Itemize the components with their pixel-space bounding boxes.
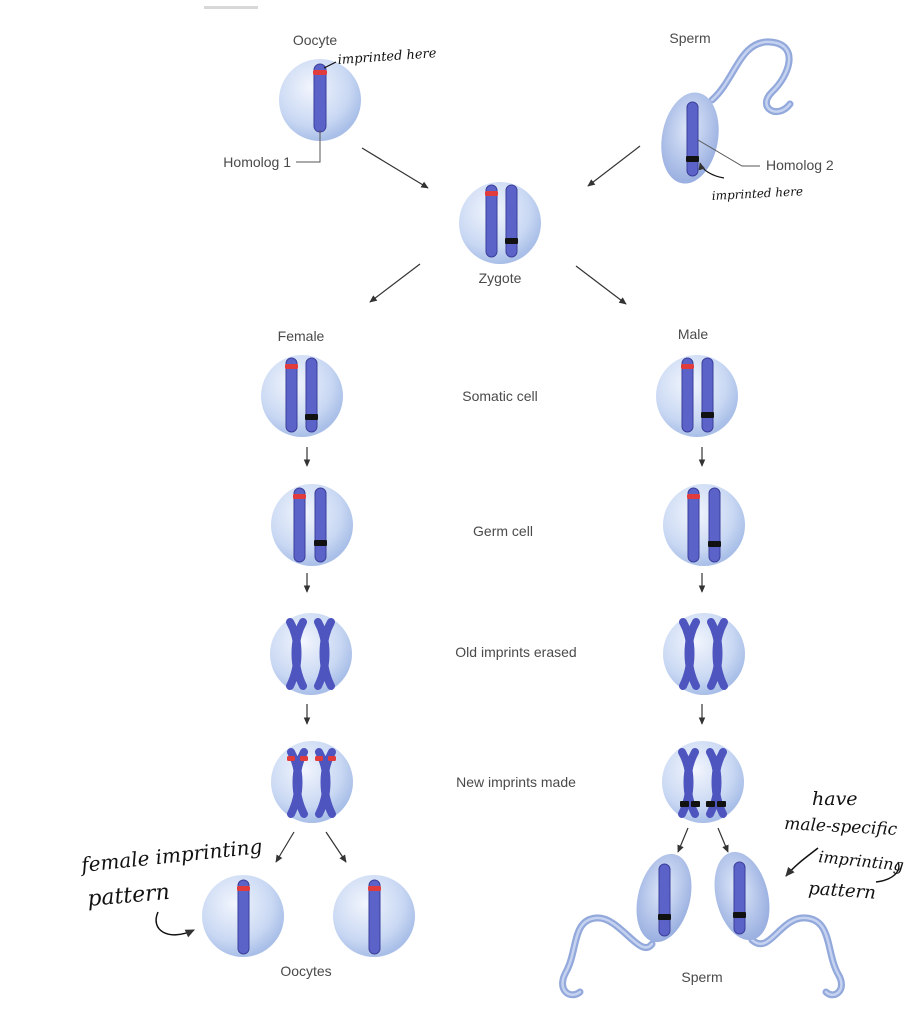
label-germ-cell: Germ cell	[473, 523, 533, 539]
sperm-bottom-1	[559, 853, 692, 999]
arrow-sperm-to-zygote	[587, 145, 641, 187]
label-oocytes-bottom: Oocytes	[280, 963, 331, 979]
annotation-female-line1: female imprinting	[78, 834, 263, 877]
label-homolog-1: Homolog 1	[223, 154, 291, 170]
female-germ-cell	[271, 484, 353, 566]
label-somatic-cell: Somatic cell	[462, 388, 537, 404]
maternal-imprint-mark	[313, 70, 327, 75]
arrow-female-to-oocyte-1	[275, 831, 295, 863]
label-sperm-top: Sperm	[669, 30, 710, 46]
arrow-oocyte-to-zygote	[361, 147, 429, 189]
homolog-2-chromosome	[686, 101, 699, 177]
arrow-zygote-to-male	[575, 265, 627, 305]
annotation-male-tail	[875, 861, 900, 883]
sperm-tail	[708, 38, 794, 116]
oocyte-top	[279, 59, 361, 141]
oocyte-bottom-1	[202, 875, 284, 957]
sperm-top	[661, 38, 794, 184]
arrow-male-to-sperm-2	[717, 827, 729, 853]
annotation-line-oocyte	[323, 61, 337, 69]
annotation-imprinted-here-sperm: imprinted here	[711, 184, 803, 203]
label-oocyte-top: Oocyte	[293, 32, 338, 48]
annotation-imprinted-here-oocyte: imprinted here	[337, 46, 437, 68]
label-old-imprints-erased: Old imprints erased	[455, 644, 576, 660]
arrow-male-to-sperm-1	[677, 827, 689, 853]
label-male: Male	[678, 326, 709, 342]
arrow-zygote-to-female	[369, 263, 421, 303]
label-homolog-2: Homolog 2	[766, 157, 834, 173]
male-somatic-cell	[656, 355, 738, 437]
homolog-2-leader	[697, 139, 760, 167]
top-divider	[204, 6, 258, 9]
label-new-imprints-made: New imprints made	[456, 774, 576, 790]
annotation-female-line2: pattern	[86, 880, 170, 912]
female-new-imprints-cell	[271, 741, 353, 823]
label-female: Female	[278, 328, 325, 344]
male-new-imprints-cell	[662, 741, 744, 823]
annotation-male-line2: male-specific	[784, 814, 898, 840]
male-germ-cell	[663, 484, 745, 566]
annotation-arrow-sperm	[698, 162, 725, 179]
paternal-imprint-mark	[686, 156, 699, 162]
annotation-male-pattern: have male-specific imprinting pattern	[784, 788, 905, 904]
female-erased-cell	[270, 613, 352, 695]
zygote-cell	[459, 182, 541, 264]
label-sperm-bottom: Sperm	[681, 969, 722, 985]
homolog-1-leader	[296, 130, 321, 163]
annotation-male-arrow	[785, 847, 819, 877]
male-erased-cell	[663, 613, 745, 695]
oocyte-bottom-2	[333, 875, 415, 957]
sperm-bottom-2	[714, 851, 845, 999]
female-somatic-cell	[261, 355, 343, 437]
label-zygote: Zygote	[479, 270, 522, 286]
annotation-male-line1: have	[812, 788, 858, 810]
annotation-male-line4: pattern	[808, 878, 877, 904]
arrow-female-to-oocyte-2	[325, 831, 347, 863]
annotation-male-line3: imprinting	[818, 847, 905, 875]
annotation-female-arrow	[155, 911, 195, 938]
